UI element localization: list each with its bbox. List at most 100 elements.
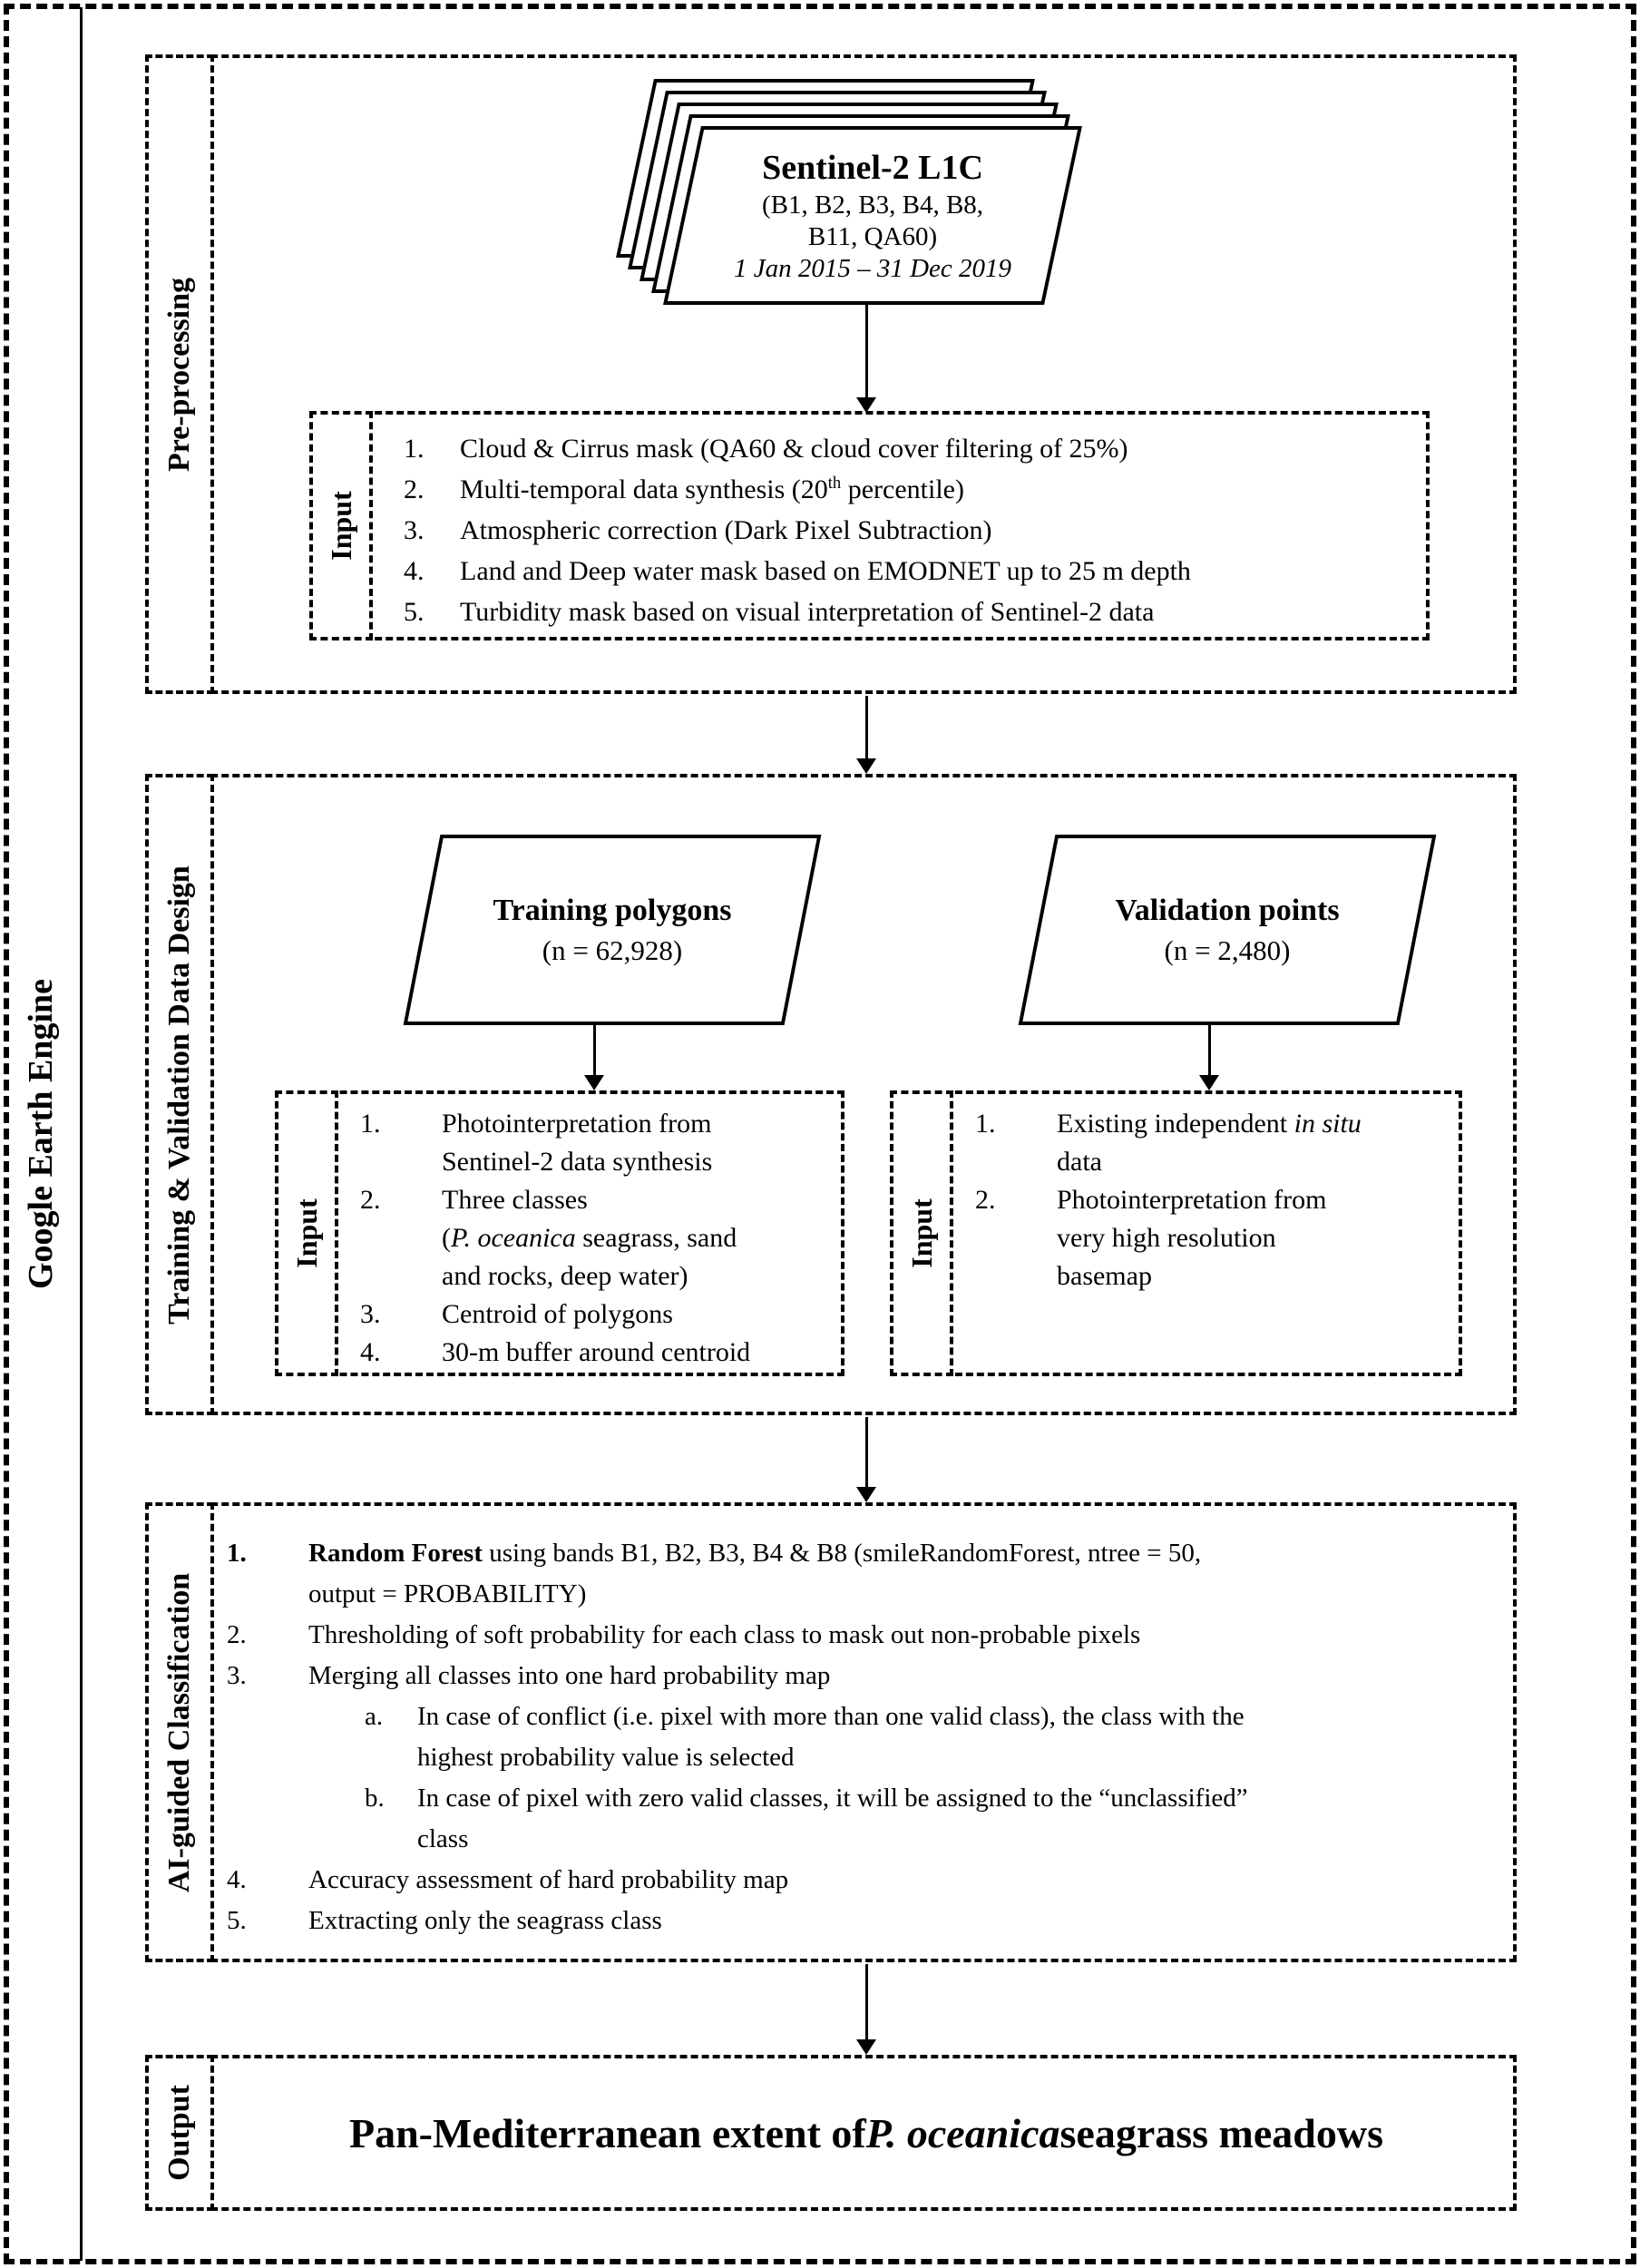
list-text: Cloud & Cirrus mask (QA60 & cloud cover … [460, 434, 1128, 464]
arrow-shaft [864, 1417, 868, 1487]
list-marker: b. [365, 1784, 385, 1813]
sentinel-card-text: Sentinel-2 L1C (B1, B2, B3, B4, B8, B11,… [682, 126, 1063, 305]
list-marker: 1. [360, 1109, 381, 1139]
list-item: 5. Extracting only the seagrass class [227, 1901, 1501, 1941]
preprocessing-input-label: Input [324, 491, 357, 561]
section-classification-label-box: AI-guided Classification [145, 1502, 214, 1962]
section-preprocessing-label: Pre-processing [162, 277, 197, 472]
list-text: Centroid of polygons [442, 1299, 673, 1329]
arrow-shaft [592, 1025, 596, 1075]
list-text: Extracting only the seagrass class [308, 1906, 662, 1935]
arrow-shaft [864, 1964, 868, 2039]
list-item: 4. Accuracy assessment of hard probabilit… [227, 1860, 1501, 1901]
list-marker: 5. [404, 597, 425, 627]
list-item: b. In case of pixel with zero valid class… [365, 1778, 1501, 1860]
validation-input-label-box: Input [890, 1090, 953, 1376]
list-marker: a. [365, 1702, 384, 1731]
list-marker: 1. [227, 1539, 247, 1568]
list-marker: 2. [975, 1185, 996, 1215]
list-marker: 3. [360, 1299, 381, 1329]
list-text: Merging all classes into one hard probab… [308, 1661, 831, 1690]
arrow-section1-to-section2 [856, 696, 876, 774]
section-output: Output [145, 2055, 1517, 2211]
training-polygons-text: Training polygons (n = 62,928) [422, 835, 803, 1025]
list-item: 2. Multi-temporal data synthesis (20th pe… [404, 469, 1417, 510]
arrow-validation-to-input [1199, 1025, 1219, 1090]
list-text: In case of conflict (i.e. pixel with mor… [417, 1702, 1245, 1772]
list-marker: 3. [404, 515, 425, 545]
list-marker: 1. [975, 1109, 996, 1139]
training-input-label-box: Input [275, 1090, 338, 1376]
section-training-validation: Training & Validation Data Design [145, 774, 1517, 1415]
list-item: 4.30-m buffer around centroid [360, 1334, 834, 1372]
outer-dashed-border [4, 4, 1636, 2264]
validation-points-count: (n = 2,480) [1164, 934, 1291, 966]
preprocessing-input-label-box: Input [309, 411, 373, 640]
sentinel-card-bands-line1: (B1, B2, B3, B4, B8, [761, 191, 984, 220]
list-text: Random Forest using bands B1, B2, B3, B4… [308, 1539, 1202, 1608]
training-polygons-title: Training polygons [493, 894, 732, 927]
gee-label-column: Google Earth Engine [0, 0, 82, 2268]
section-training-validation-label: Training & Validation Data Design [162, 865, 196, 1325]
list-item: a. In case of conflict (i.e. pixel with m… [365, 1696, 1501, 1778]
gee-label: Google Earth Engine [22, 978, 60, 1290]
arrow-head-icon [856, 1487, 876, 1502]
training-polygons-count: (n = 62,928) [542, 934, 683, 966]
sentinel-card-bands-line2: B11, QA60) [807, 222, 938, 251]
list-text: 30-m buffer around centroid [442, 1337, 751, 1367]
arrow-head-icon [1199, 1075, 1219, 1090]
arrow-head-icon [856, 397, 876, 413]
arrow-card-to-input [856, 305, 876, 413]
list-marker: 4. [227, 1865, 247, 1894]
section-classification-label: AI-guided Classification [162, 1572, 197, 1892]
list-marker: 5. [227, 1906, 247, 1935]
validation-points-title: Validation points [1115, 894, 1340, 927]
arrow-shaft [864, 305, 868, 397]
section-training-validation-label-box: Training & Validation Data Design [145, 774, 214, 1415]
section-preprocessing-label-box: Pre-processing [145, 54, 214, 694]
section-preprocessing: Pre-processing [145, 54, 1517, 694]
list-text: In case of pixel with zero valid classes… [417, 1784, 1248, 1853]
list-text: Multi-temporal data synthesis (20th perc… [460, 474, 964, 504]
preprocessing-input-list: 1. Cloud & Cirrus mask (QA60 & cloud cove… [376, 415, 1426, 632]
sentinel-card-date-range: 1 Jan 2015 – 31 Dec 2019 [733, 254, 1012, 283]
list-text: Accuracy assessment of hard probability … [308, 1865, 789, 1894]
arrow-head-icon [584, 1075, 604, 1090]
sentinel-card-title: Sentinel-2 L1C [762, 149, 983, 187]
classification-list: 1. Random Forest using bands B1, B2, B3, … [227, 1533, 1501, 1941]
list-item: 2.Thresholding of soft probability for e… [227, 1615, 1501, 1656]
list-item: 2.Three classes(P. oceanica seagrass, sa… [360, 1181, 834, 1295]
section-output-label-box: Output [145, 2055, 214, 2211]
list-item: 3.Atmospheric correction (Dark Pixel Sub… [404, 510, 1417, 551]
arrow-shaft [1207, 1025, 1211, 1075]
output-title: Pan-Mediterranean extent of P. oceanica … [348, 2109, 1383, 2156]
arrow-section2-to-section3 [856, 1417, 876, 1502]
list-item: 1. Random Forest using bands B1, B2, B3, … [227, 1533, 1501, 1615]
arrow-training-to-input [584, 1025, 604, 1090]
arrow-head-icon [856, 758, 876, 774]
list-text: Turbidity mask based on visual interpret… [460, 597, 1155, 627]
list-item: 5. Turbidity mask based on visual interpr… [404, 591, 1417, 632]
list-marker: 2. [227, 1620, 247, 1649]
list-item: 1. Cloud & Cirrus mask (QA60 & cloud cove… [404, 428, 1417, 469]
list-marker: 1. [404, 434, 425, 464]
arrow-section3-to-output [856, 1964, 876, 2055]
section-classification: AI-guided Classification [145, 1502, 1517, 1962]
list-marker: 2. [360, 1185, 381, 1215]
list-marker: 2. [404, 474, 425, 504]
list-text: Land and Deep water mask based on EMODNE… [460, 556, 1191, 586]
training-input-label: Input [289, 1198, 323, 1268]
sentinel-card-stack: Sentinel-2 L1C (B1, B2, B3, B4, B8, B11,… [616, 79, 1143, 351]
gee-divider-line [80, 7, 83, 2261]
